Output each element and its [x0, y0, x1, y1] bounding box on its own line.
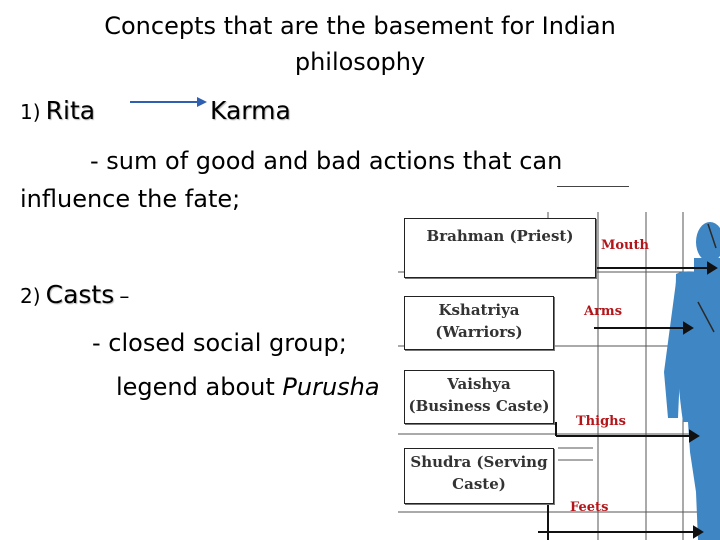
item-1-description: - sum of good and bad actions that can i… — [20, 147, 563, 213]
item-2-dash: – — [119, 284, 130, 308]
item-1-term: Rita — [45, 96, 96, 125]
item-2-heading: 2) Casts – — [20, 280, 129, 309]
caste-box-vaishya: Vaishya (Business Caste) — [404, 370, 554, 424]
purusha-figure — [398, 212, 720, 540]
item-1-heading: 1) Rita — [20, 96, 95, 125]
body-part-label: Arms — [584, 304, 623, 319]
caste-label: Vaishya (Business Caste) — [408, 375, 550, 415]
legend-line: legend about Purusha — [116, 368, 380, 406]
caste-diagram: Brahman (Priest) Mouth Kshatriya (Warrio… — [398, 212, 720, 540]
body-part-label: Thighs — [576, 414, 626, 429]
caste-label: Shudra (Serving Caste) — [410, 453, 548, 493]
slide-title: Concepts that are the basement for India… — [104, 12, 616, 76]
item-2-description: - closed social group; — [92, 329, 347, 357]
caste-box-kshatriya: Kshatriya (Warriors) — [404, 296, 554, 350]
legend-name: Purusha — [282, 373, 380, 401]
item-2-term: Casts — [45, 280, 115, 309]
divider — [557, 186, 629, 187]
body-part-label: Feets — [570, 500, 609, 515]
legend-prefix: legend about — [116, 373, 283, 401]
caste-label: Brahman (Priest) — [426, 227, 574, 245]
caste-label: Kshatriya (Warriors) — [435, 301, 523, 341]
caste-box-shudra: Shudra (Serving Caste) — [404, 448, 554, 504]
item-2-number: 2) — [20, 284, 41, 308]
item-1-number: 1) — [20, 100, 41, 124]
caste-box-brahman: Brahman (Priest) — [404, 218, 596, 278]
item-1-arrow-target: Karma — [210, 96, 291, 125]
body-part-label: Mouth — [601, 238, 649, 253]
right-arrow-icon — [130, 97, 207, 107]
